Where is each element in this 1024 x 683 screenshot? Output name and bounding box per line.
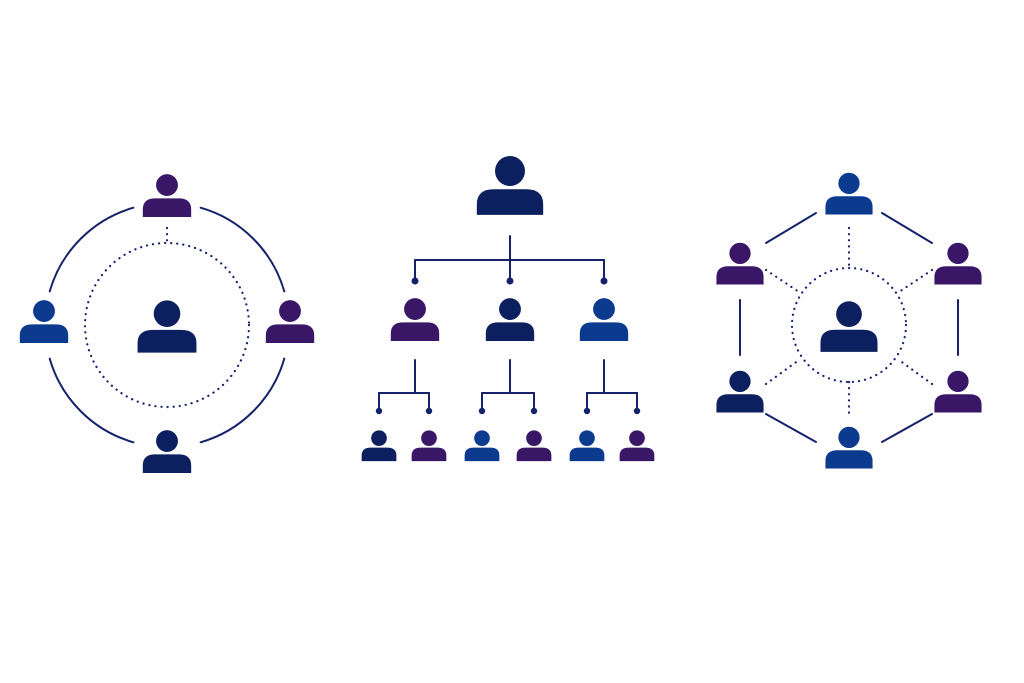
member-person-icon-left bbox=[19, 300, 69, 344]
person-head bbox=[729, 370, 751, 392]
member-person-icon-lower-right bbox=[934, 370, 982, 413]
hexagon-network-diagram bbox=[716, 172, 982, 469]
person-head bbox=[421, 430, 437, 446]
person-head bbox=[947, 242, 969, 264]
person-body bbox=[142, 198, 192, 218]
person-head bbox=[593, 298, 615, 320]
outer-ring-arc bbox=[48, 206, 135, 293]
person-body bbox=[825, 196, 873, 215]
person-head bbox=[838, 172, 860, 194]
person-body bbox=[476, 189, 544, 215]
person-head bbox=[526, 430, 542, 446]
person-body bbox=[516, 447, 552, 462]
person-body bbox=[934, 394, 982, 413]
inner-dotted-ring bbox=[83, 241, 251, 409]
junction-dot bbox=[530, 407, 538, 415]
connector-line bbox=[881, 413, 933, 443]
junction-dot bbox=[478, 407, 486, 415]
person-body bbox=[619, 447, 655, 462]
person-head bbox=[474, 430, 490, 446]
member-person-icon-bottom bbox=[825, 426, 873, 469]
person-head bbox=[729, 242, 751, 264]
member-person-icon-lower-left bbox=[716, 370, 764, 413]
person-head bbox=[495, 156, 525, 186]
team-person-icon bbox=[411, 430, 447, 462]
person-head bbox=[156, 430, 178, 452]
team-person-icon bbox=[464, 430, 500, 462]
connector-line bbox=[765, 413, 817, 443]
person-body bbox=[934, 266, 982, 285]
manager-person-icon bbox=[579, 298, 629, 342]
person-body bbox=[716, 394, 764, 413]
person-head bbox=[947, 370, 969, 392]
person-head bbox=[153, 300, 181, 328]
junction-dot bbox=[506, 277, 514, 285]
person-body bbox=[390, 322, 440, 342]
dotted-spoke bbox=[897, 358, 934, 386]
person-head bbox=[371, 430, 387, 446]
person-body bbox=[485, 322, 535, 342]
inner-dotted-ring bbox=[790, 266, 908, 384]
dotted-spoke bbox=[897, 268, 934, 294]
person-head bbox=[836, 301, 862, 327]
person-head bbox=[629, 430, 645, 446]
outer-ring-arc bbox=[48, 357, 135, 444]
person-body bbox=[142, 454, 192, 474]
team-person-icon bbox=[516, 430, 552, 462]
person-body bbox=[716, 266, 764, 285]
outer-ring-arc bbox=[199, 206, 286, 293]
person-body bbox=[137, 329, 197, 353]
person-body bbox=[19, 324, 69, 344]
team-person-icon bbox=[619, 430, 655, 462]
person-body bbox=[464, 447, 500, 462]
connector-line bbox=[765, 212, 817, 244]
manager-person-icon bbox=[485, 298, 535, 342]
ring-diagram bbox=[19, 174, 315, 474]
person-head bbox=[33, 300, 55, 322]
member-person-icon-top bbox=[825, 172, 873, 215]
person-body bbox=[825, 450, 873, 469]
person-body bbox=[820, 329, 878, 352]
person-head bbox=[279, 300, 301, 322]
junction-dot bbox=[425, 407, 433, 415]
dotted-spoke bbox=[764, 268, 801, 294]
junction-dot bbox=[411, 277, 419, 285]
dotted-spoke bbox=[764, 358, 801, 386]
person-head bbox=[499, 298, 521, 320]
member-person-icon-upper-left bbox=[716, 242, 764, 285]
member-person-icon-bottom bbox=[142, 430, 192, 474]
member-person-icon-right bbox=[265, 300, 315, 344]
hierarchy-diagram bbox=[361, 156, 655, 462]
center-person-icon bbox=[137, 300, 197, 353]
root-person-icon bbox=[476, 156, 544, 215]
person-head bbox=[404, 298, 426, 320]
person-body bbox=[569, 447, 605, 462]
junction-dot bbox=[375, 407, 383, 415]
team-person-icon bbox=[569, 430, 605, 462]
junction-dot bbox=[633, 407, 641, 415]
junction-dot bbox=[583, 407, 591, 415]
person-body bbox=[579, 322, 629, 342]
member-person-icon-upper-right bbox=[934, 242, 982, 285]
outer-ring-arc bbox=[199, 357, 286, 444]
person-body bbox=[265, 324, 315, 344]
junction-dot bbox=[600, 277, 608, 285]
member-person-icon-top bbox=[142, 174, 192, 218]
person-body bbox=[411, 447, 447, 462]
person-head bbox=[579, 430, 595, 446]
connector-line bbox=[881, 212, 933, 244]
person-head bbox=[156, 174, 178, 196]
person-head bbox=[838, 426, 860, 448]
center-person-icon bbox=[820, 301, 878, 352]
manager-person-icon bbox=[390, 298, 440, 342]
person-body bbox=[361, 447, 397, 462]
team-person-icon bbox=[361, 430, 397, 462]
